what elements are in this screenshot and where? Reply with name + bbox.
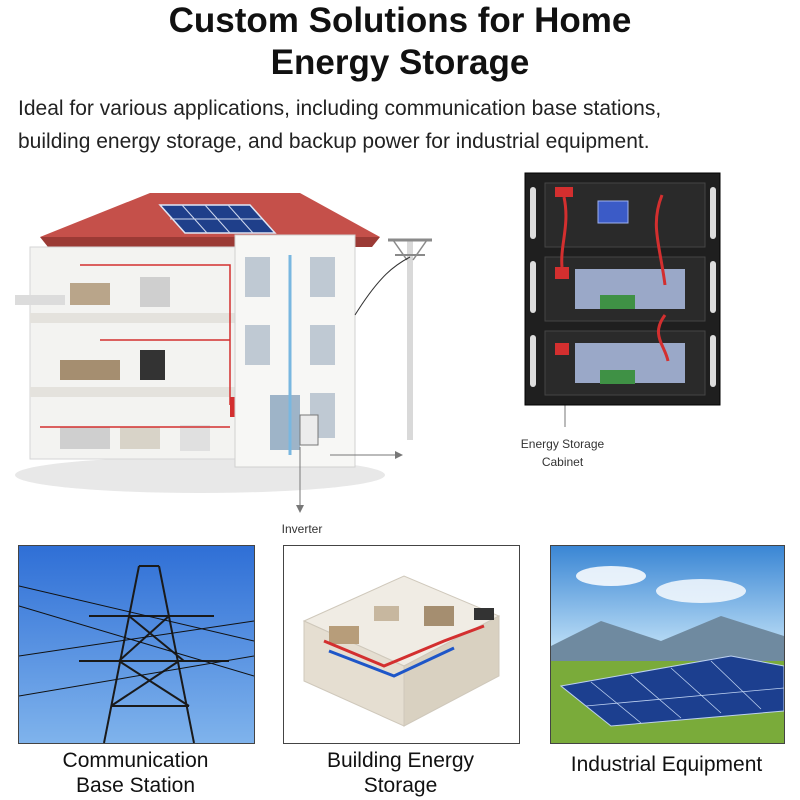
tile-label-line-2: Base Station xyxy=(75,774,196,797)
inverter-label: Inverter xyxy=(262,520,342,538)
energy-storage-cabinet-icon xyxy=(524,172,721,406)
utility-pole-icon xyxy=(354,238,432,440)
tile-label-line-1: Communication xyxy=(62,749,209,772)
hero-illustration: Energy Storage Cabinet Inverter xyxy=(0,165,800,540)
title-line-2: Energy Storage xyxy=(270,43,530,82)
cabinet-label: Energy Storage Cabinet xyxy=(480,435,645,471)
tile-label-communication-base-station: Communication Base Station xyxy=(18,748,253,798)
inverter-unit-icon xyxy=(299,414,319,446)
subtitle-line-1: Ideal for various applications, includin… xyxy=(18,97,662,120)
tile-communication-base-station xyxy=(18,545,255,744)
tile-label-building-energy-storage: Building Energy Storage xyxy=(283,748,518,798)
inverter-label-text: Inverter xyxy=(281,522,323,536)
transmission-tower-icon xyxy=(19,546,254,743)
tile-label-industrial-equipment: Industrial Equipment xyxy=(550,752,783,777)
title-line-1: Custom Solutions for Home xyxy=(168,1,632,40)
tile-industrial-equipment xyxy=(550,545,785,744)
cabinet-label-line-2: Cabinet xyxy=(541,455,584,469)
page-subtitle: Ideal for various applications, includin… xyxy=(18,92,788,158)
tile-building-energy-storage xyxy=(283,545,520,744)
cabinet-display-icon xyxy=(597,200,629,224)
tile-label-line-2: Storage xyxy=(363,774,438,797)
building-floorplan-icon xyxy=(284,546,519,743)
page-title: Custom Solutions for Home Energy Storage xyxy=(0,0,800,84)
house-illustration xyxy=(15,193,380,468)
solar-farm-icon xyxy=(551,546,784,743)
tile-label-line-1: Building Energy xyxy=(326,749,475,772)
subtitle-line-2: building energy storage, and backup powe… xyxy=(18,130,650,153)
cabinet-label-line-1: Energy Storage xyxy=(520,437,605,451)
hero-svg xyxy=(15,172,721,513)
tile-label-line-1: Industrial Equipment xyxy=(570,753,763,776)
